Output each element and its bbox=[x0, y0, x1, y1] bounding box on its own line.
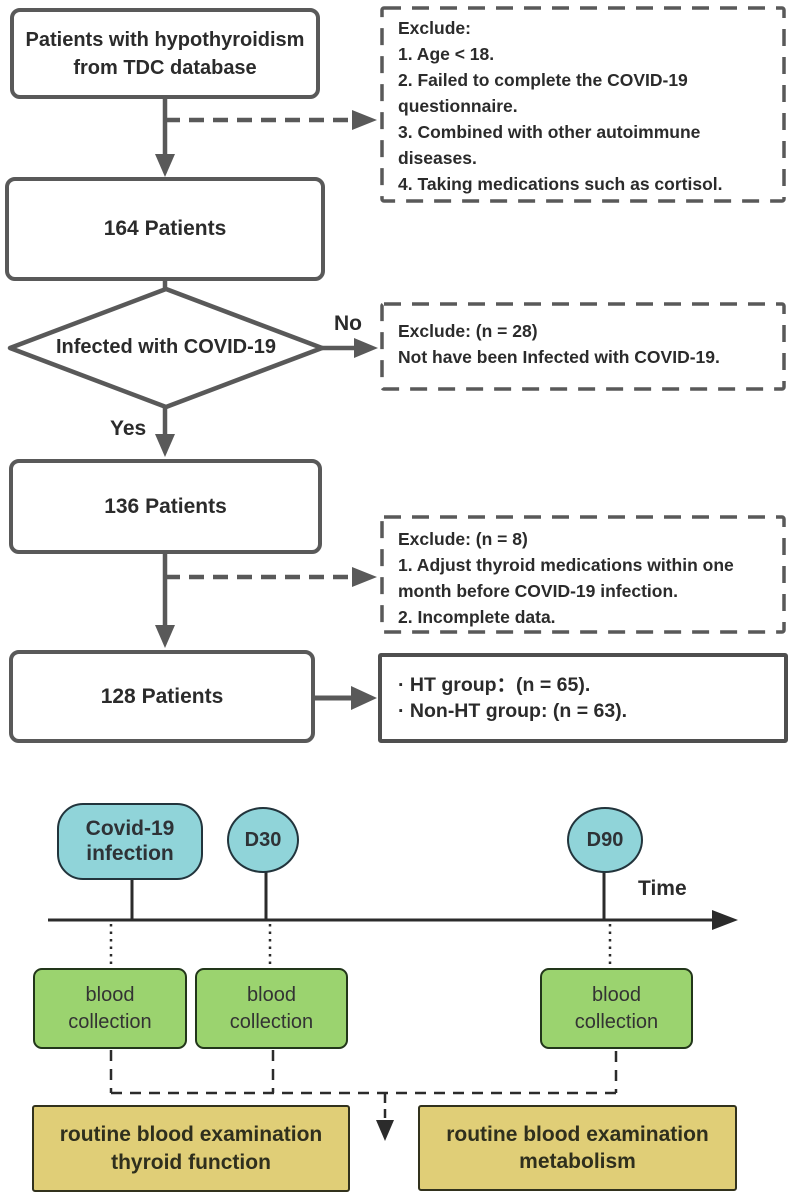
non-ht-group-label: · Non-HT group: (n = 63). bbox=[398, 699, 628, 722]
dashed-box-outline-exclude-not-infected bbox=[380, 302, 786, 391]
groups-box: · HT group：(n = 65). · Non-HT group: (n … bbox=[378, 653, 788, 743]
infection-label: Covid-19 infection bbox=[85, 817, 175, 865]
arrow-yes-to-136 bbox=[155, 407, 175, 457]
exclude-initial-box: Exclude: 1. Age < 18. 2. Failed to compl… bbox=[398, 15, 770, 197]
d90-milestone: D90 bbox=[567, 807, 643, 873]
decision-no-label: No bbox=[334, 312, 362, 335]
blood-collection-label: blood collection bbox=[229, 983, 314, 1033]
exclude-adjust-title: Exclude: (n = 8) bbox=[398, 529, 528, 549]
time-axis-label: Time bbox=[638, 877, 687, 900]
exclude-adjust-item: 1. Adjust thyroid medications within one… bbox=[398, 555, 734, 601]
exclude-initial-item: 2. Failed to complete the COVID-19 quest… bbox=[398, 70, 688, 116]
exclude-not-infected-title: Exclude: (n = 28) bbox=[398, 321, 538, 341]
dashed-box-outline-exclude-adjust bbox=[380, 515, 786, 634]
blood-collection-box-1: blood collection bbox=[33, 968, 187, 1049]
d30-label: D30 bbox=[244, 828, 282, 851]
infection-milestone: Covid-19 infection bbox=[57, 803, 203, 880]
dashed-box-outline-exclude-initial bbox=[380, 6, 786, 203]
count-164-label: 164 Patients bbox=[103, 217, 227, 241]
exam-metabolism-label: routine blood examination metabolism bbox=[446, 1122, 709, 1173]
blood-collection-box-3: blood collection bbox=[540, 968, 693, 1049]
exam-thyroid-box: routine blood examination thyroid functi… bbox=[32, 1105, 350, 1192]
dotted-connectors-axis-to-collection bbox=[109, 924, 612, 966]
arrow-128-to-groups bbox=[313, 686, 377, 710]
source-box-label: Patients with hypothyroidism from TDC da… bbox=[25, 28, 305, 79]
timeline-axis bbox=[48, 910, 738, 930]
exclude-not-infected-item: Not have been Infected with COVID-19. bbox=[398, 347, 720, 367]
count-128-box: 128 Patients bbox=[9, 650, 315, 743]
decision-yes-label: Yes bbox=[110, 417, 147, 440]
decision-label: Infected with COVID-19 bbox=[55, 336, 277, 358]
count-164-box: 164 Patients bbox=[5, 177, 325, 281]
exclude-adjust-item: 2. Incomplete data. bbox=[398, 607, 556, 627]
d30-milestone: D30 bbox=[227, 807, 299, 873]
exclude-adjust-box: Exclude: (n = 8) 1. Adjust thyroid medic… bbox=[398, 526, 770, 630]
exclude-initial-title: Exclude: bbox=[398, 18, 471, 38]
exclude-not-infected-box: Exclude: (n = 28) Not have been Infected… bbox=[398, 318, 770, 370]
exclude-initial-item: 4. Taking medications such as cortisol. bbox=[398, 174, 723, 194]
arrow-to-examinations bbox=[376, 1094, 394, 1141]
count-136-box: 136 Patients bbox=[9, 459, 322, 554]
d90-label: D90 bbox=[586, 828, 624, 851]
dashed-arrow-to-exclude-adjust bbox=[165, 567, 377, 587]
count-136-label: 136 Patients bbox=[104, 494, 227, 518]
blood-collection-label: blood collection bbox=[574, 983, 659, 1033]
exclude-initial-item: 3. Combined with other autoimmune diseas… bbox=[398, 122, 701, 168]
dashed-connectors-collection-to-exams bbox=[109, 1050, 618, 1095]
exclude-initial-item: 1. Age < 18. bbox=[398, 44, 495, 64]
exam-thyroid-label: routine blood examination thyroid functi… bbox=[59, 1123, 323, 1174]
dashed-arrow-to-exclude-initial bbox=[165, 110, 377, 130]
blood-collection-label: blood collection bbox=[68, 983, 152, 1033]
arrow-no-to-exclude bbox=[322, 338, 378, 358]
ht-group-label: · HT group：(n = 65). bbox=[398, 673, 591, 696]
blood-collection-box-2: blood collection bbox=[195, 968, 348, 1049]
exam-metabolism-box: routine blood examination metabolism bbox=[418, 1105, 737, 1191]
count-128-label: 128 Patients bbox=[100, 684, 224, 708]
arrow-source-to-164 bbox=[155, 99, 175, 177]
arrow-136-to-128 bbox=[155, 553, 175, 648]
source-box: Patients with hypothyroidism from TDC da… bbox=[10, 8, 320, 99]
